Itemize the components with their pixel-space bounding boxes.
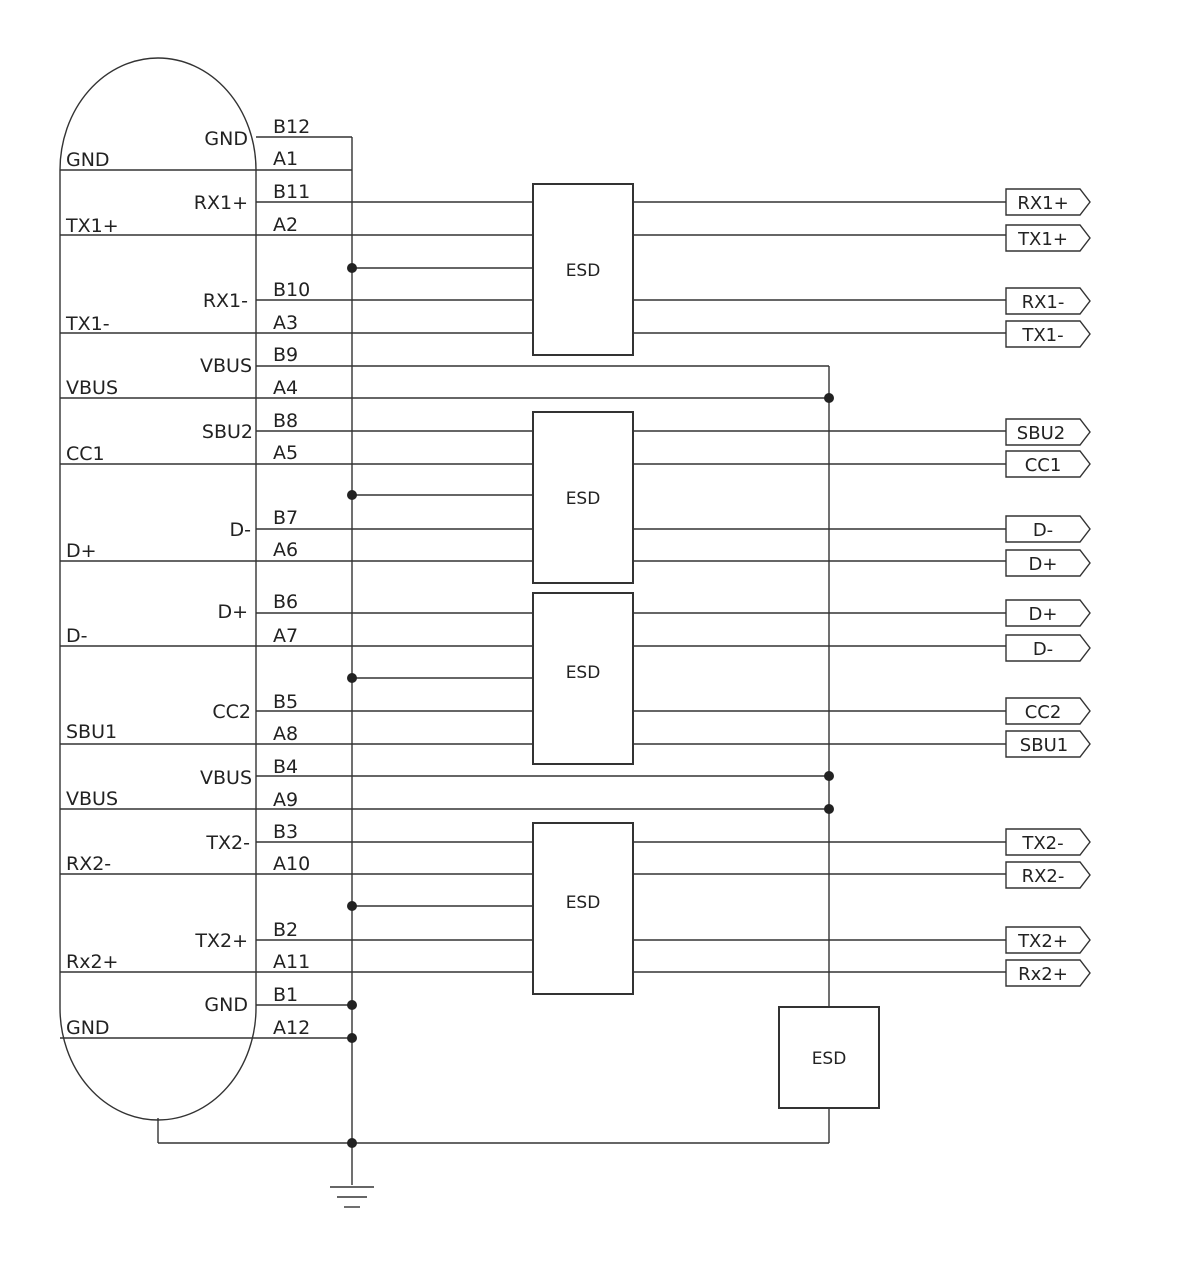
pin-a9: A9	[273, 789, 298, 811]
inner-label-tx2n: TX2-	[205, 832, 250, 854]
pin-a4: A4	[273, 377, 298, 399]
pin-b4: B4	[273, 756, 298, 778]
inner-label-vbus-b4: VBUS	[200, 767, 252, 789]
pin-b12: B12	[273, 116, 310, 138]
svg-text:D-: D-	[1033, 520, 1053, 541]
inner-label-sbu2: SBU2	[202, 421, 253, 443]
output-dp-1: D+	[1005, 549, 1091, 577]
svg-text:ESD: ESD	[566, 489, 601, 509]
svg-text:TX2-: TX2-	[1021, 833, 1063, 854]
output-sbu2: SBU2	[1005, 418, 1091, 446]
outer-label-rx2p: Rx2+	[66, 951, 118, 973]
output-rx1n: RX1-	[1005, 287, 1091, 315]
outer-label-vbus-b: VBUS	[66, 788, 118, 810]
output-ports: RX1+ TX1+ RX1- TX1- SBU2 CC1 D- D+	[1005, 188, 1091, 987]
svg-text:ESD: ESD	[566, 261, 601, 281]
svg-text:RX2-: RX2-	[1022, 866, 1065, 887]
svg-text:D+: D+	[1029, 554, 1058, 575]
svg-text:SBU2: SBU2	[1017, 423, 1065, 444]
esd-ground-taps	[352, 267, 533, 907]
inner-label-rx1n: RX1-	[203, 290, 248, 312]
esd-block-2: ESD	[532, 411, 634, 584]
esd-block-3: ESD	[532, 592, 634, 765]
a-side-lines	[60, 169, 256, 1039]
svg-text:D+: D+	[1029, 604, 1058, 625]
svg-text:CC2: CC2	[1025, 702, 1062, 723]
inner-label-tx2p: TX2+	[194, 930, 248, 952]
svg-text:ESD: ESD	[566, 893, 601, 913]
output-rx2p: Rx2+	[1005, 959, 1091, 987]
outer-label-dn: D-	[66, 625, 88, 647]
output-dp-2: D+	[1005, 599, 1091, 627]
pin-a10: A10	[273, 853, 310, 875]
svg-text:D-: D-	[1033, 639, 1053, 660]
outer-label-sbu1: SBU1	[66, 721, 117, 743]
ground-symbol-icon	[330, 1186, 374, 1208]
svg-text:Rx2+: Rx2+	[1018, 964, 1068, 985]
pin-a3: A3	[273, 312, 298, 334]
pin-a6: A6	[273, 539, 298, 561]
svg-text:TX2+: TX2+	[1017, 931, 1068, 952]
svg-text:ESD: ESD	[566, 663, 601, 683]
outer-label-rx2n: RX2-	[66, 853, 111, 875]
svg-text:RX1-: RX1-	[1022, 292, 1065, 313]
output-cc1: CC1	[1005, 450, 1091, 478]
inner-label-dp-b6: D+	[217, 601, 248, 623]
pin-b5: B5	[273, 691, 298, 713]
output-cc2: CC2	[1005, 697, 1091, 725]
output-tx2n: TX2-	[1005, 828, 1091, 856]
output-dn-2: D-	[1005, 634, 1091, 662]
pin-b7: B7	[273, 507, 298, 529]
inner-label-rx1p: RX1+	[194, 192, 248, 214]
svg-text:SBU1: SBU1	[1020, 735, 1068, 756]
output-tx1n: TX1-	[1005, 320, 1091, 348]
esd-block-vbus: ESD	[778, 1006, 880, 1109]
pin-a8: A8	[273, 723, 298, 745]
outer-label-cc1: CC1	[66, 443, 105, 465]
pin-a7: A7	[273, 625, 298, 647]
output-sbu1: SBU1	[1005, 730, 1091, 758]
svg-text:RX1+: RX1+	[1017, 193, 1068, 214]
pin-a1: A1	[273, 148, 298, 170]
output-tx2p: TX2+	[1005, 926, 1091, 954]
inner-label-gnd-b12: GND	[204, 128, 248, 150]
junction-dots	[347, 263, 834, 1148]
esd-block-4: ESD	[532, 822, 634, 995]
pin-a5: A5	[273, 442, 298, 464]
inner-label-gnd-b1: GND	[204, 994, 248, 1016]
svg-text:CC1: CC1	[1025, 455, 1062, 476]
outer-label-vbus-a: VBUS	[66, 377, 118, 399]
output-dn-1: D-	[1005, 515, 1091, 543]
output-rx2n: RX2-	[1005, 861, 1091, 889]
pin-b3: B3	[273, 821, 298, 843]
pin-b11: B11	[273, 181, 310, 203]
pin-a12: A12	[273, 1017, 310, 1039]
inner-label-dn-b7: D-	[230, 519, 252, 541]
esd-block-1: ESD	[532, 183, 634, 356]
svg-text:TX1-: TX1-	[1021, 325, 1063, 346]
outer-label-gnd-top: GND	[66, 149, 110, 171]
pin-b8: B8	[273, 410, 298, 432]
inner-label-vbus-b9: VBUS	[200, 355, 252, 377]
outer-label-tx1n: TX1-	[65, 313, 110, 335]
outer-label-gnd-bottom: GND	[66, 1017, 110, 1039]
pin-b10: B10	[273, 279, 310, 301]
outer-label-dp: D+	[66, 540, 97, 562]
pin-b6: B6	[273, 591, 298, 613]
svg-text:ESD: ESD	[812, 1049, 847, 1069]
connector-outline	[59, 57, 257, 1121]
pin-a2: A2	[273, 214, 298, 236]
pin-b1: B1	[273, 984, 298, 1006]
pin-a11: A11	[273, 951, 310, 973]
pin-b2: B2	[273, 919, 298, 941]
vbus-bus	[256, 365, 830, 1007]
pin-b9: B9	[273, 344, 298, 366]
output-rx1p: RX1+	[1005, 188, 1091, 216]
output-tx1p: TX1+	[1005, 224, 1091, 252]
gnd-bus	[157, 136, 830, 1185]
outer-label-tx1p: TX1+	[65, 215, 119, 237]
inner-label-cc2: CC2	[212, 701, 251, 723]
svg-text:TX1+: TX1+	[1017, 229, 1068, 250]
